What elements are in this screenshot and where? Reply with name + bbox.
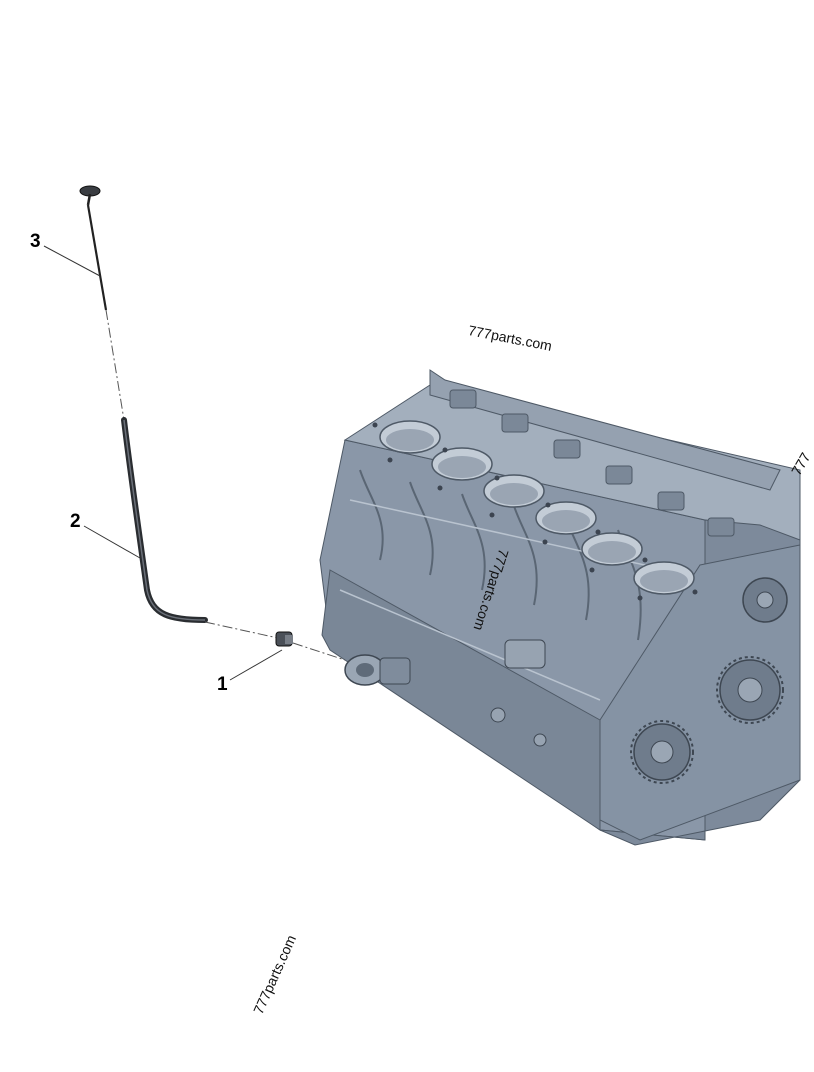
engine-block [319,369,801,846]
tube-adapter-fitting [275,631,293,647]
leader-line-2 [83,525,141,559]
dipstick-rod [86,204,108,311]
dipstick-guide-tube [121,417,208,623]
diagram-canvas [43,185,801,846]
callout-1: 1 [217,674,228,695]
leader-line-3 [43,245,101,277]
exploded-parts-diagram: 3 2 1 777parts.com 777parts.com 777parts… [30,185,814,1017]
callout-2: 2 [70,511,81,532]
dipstick-assembly [79,185,346,661]
callout-3: 3 [30,231,41,252]
leader-line-1 [229,649,283,681]
leader-lines [43,245,283,681]
